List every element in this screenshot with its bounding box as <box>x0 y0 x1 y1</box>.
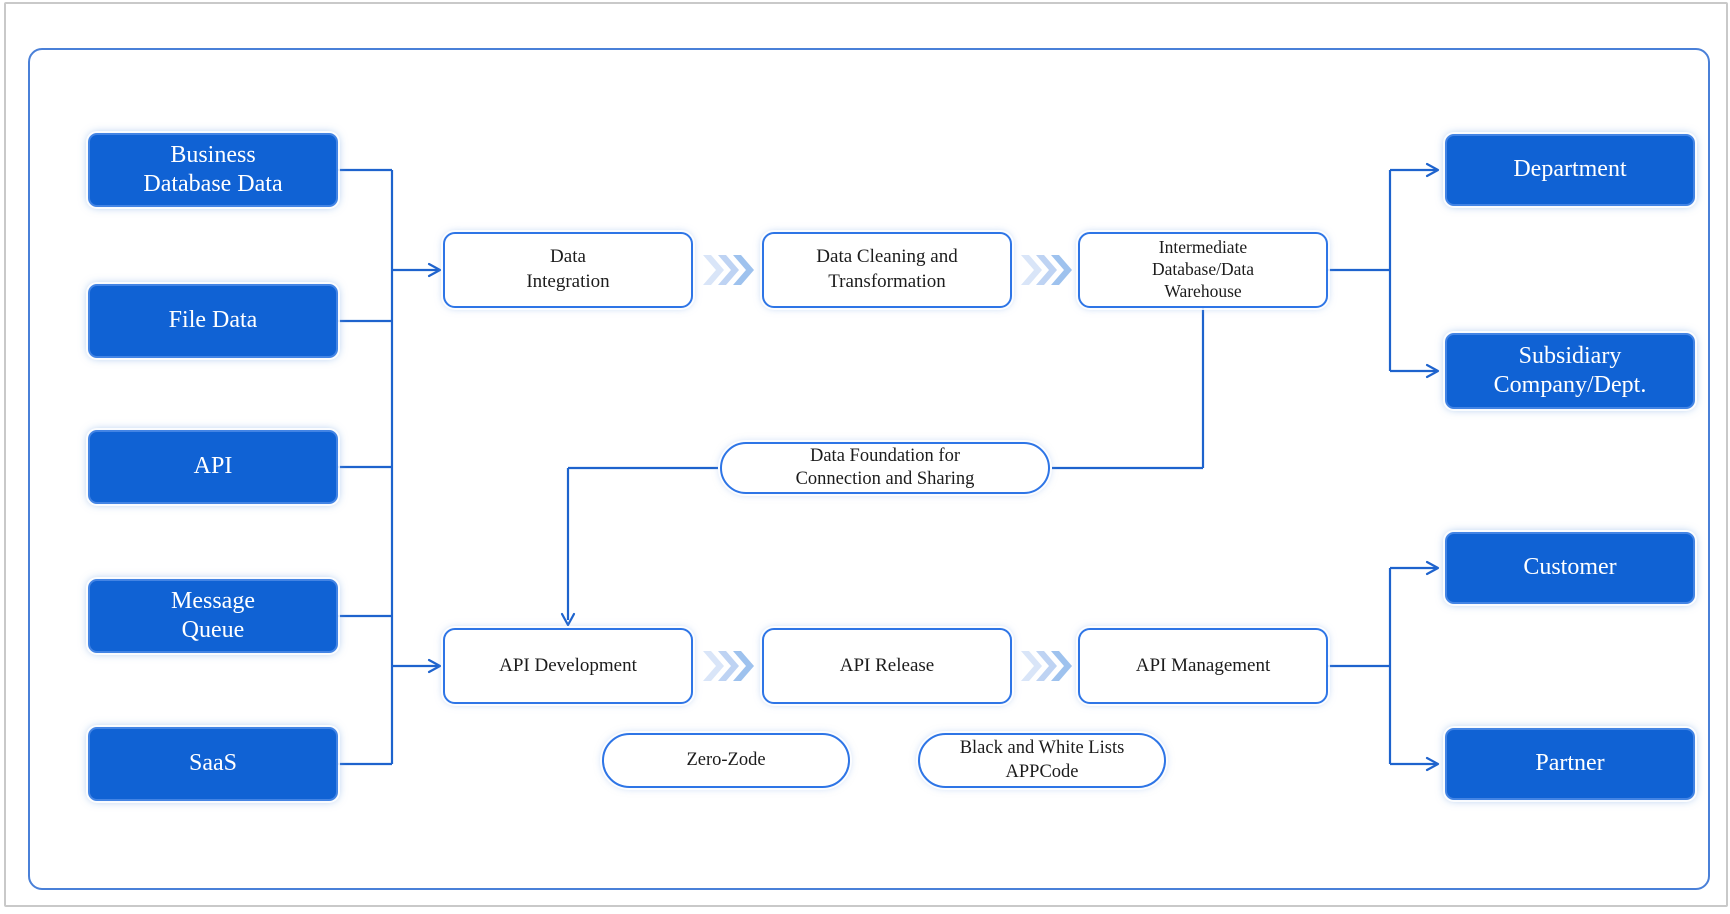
process-intermediate-database-warehouse: Intermediate Database/Data Warehouse <box>1078 232 1328 308</box>
process-api-release: API Release <box>762 628 1012 704</box>
process-data-cleaning-transformation: Data Cleaning and Transformation <box>762 232 1012 308</box>
process-api-management: API Management <box>1078 628 1328 704</box>
pill-data-foundation: Data Foundation for Connection and Shari… <box>720 442 1050 494</box>
pill-zero-zode: Zero-Zode <box>602 733 850 788</box>
process-data-integration: Data Integration <box>443 232 693 308</box>
node-partner: Partner <box>1445 728 1695 800</box>
pill-black-white-lists-appcode: Black and White Lists APPCode <box>918 733 1166 788</box>
node-department: Department <box>1445 134 1695 206</box>
node-subsidiary-company-dept: Subsidiary Company/Dept. <box>1445 333 1695 409</box>
node-message-queue: Message Queue <box>88 579 338 653</box>
node-customer: Customer <box>1445 532 1695 604</box>
process-api-development: API Development <box>443 628 693 704</box>
node-file-data: File Data <box>88 284 338 358</box>
node-api: API <box>88 430 338 504</box>
node-saas: SaaS <box>88 727 338 801</box>
node-business-database-data: Business Database Data <box>88 133 338 207</box>
